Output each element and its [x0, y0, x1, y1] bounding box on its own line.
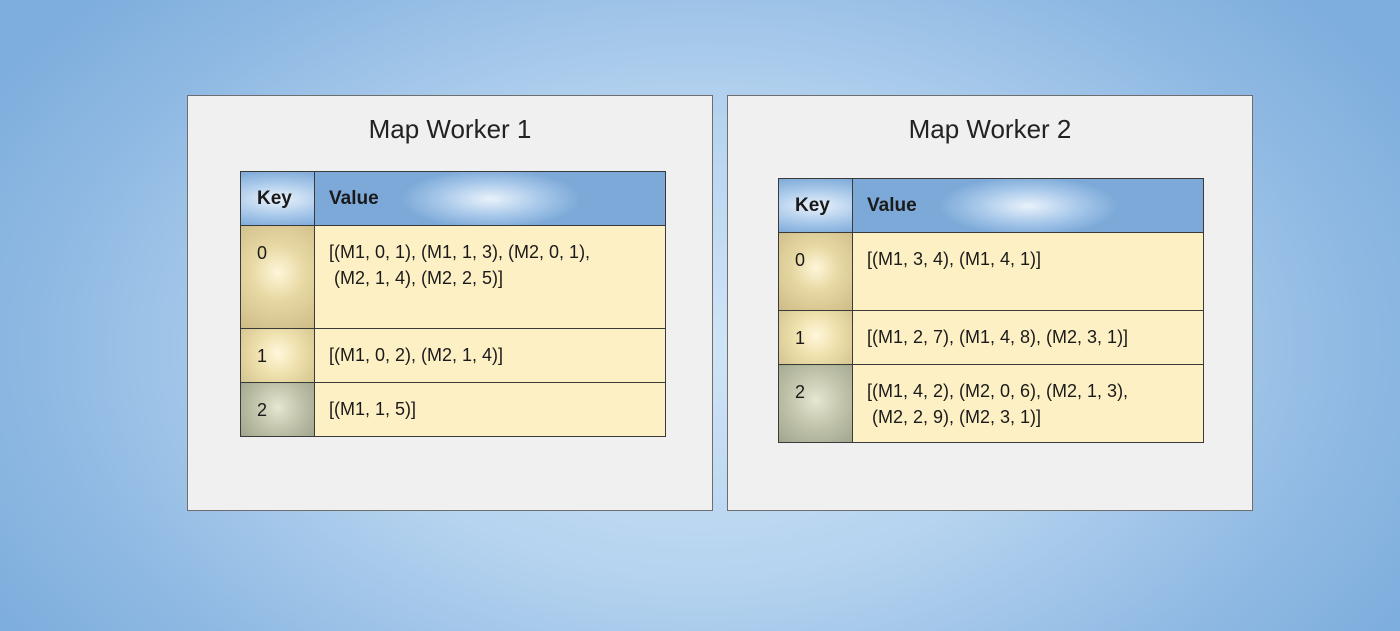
- table-header-row: Key Value: [240, 171, 666, 226]
- key-column-header: Key: [240, 171, 315, 226]
- value-text: [(M1, 3, 4), (M1, 4, 1)]: [867, 249, 1042, 269]
- map-worker-2-panel: Map Worker 2 Key Value 0 [(M1, 3, 4), (M…: [727, 95, 1253, 511]
- table-header-row: Key Value: [778, 178, 1204, 233]
- value-cell: [(M1, 1, 5)]: [314, 382, 666, 437]
- value-text: [(M1, 0, 2), (M2, 1, 4)]: [329, 345, 504, 365]
- value-cell: [(M1, 3, 4), (M1, 4, 1)]: [852, 232, 1204, 311]
- table-row: 0 [(M1, 3, 4), (M1, 4, 1)]: [778, 232, 1204, 311]
- map-worker-2-table: Key Value 0 [(M1, 3, 4), (M1, 4, 1)] 1 […: [778, 178, 1204, 443]
- map-worker-2-title: Map Worker 2: [908, 114, 1072, 144]
- value-text: [(M1, 4, 2), (M2, 0, 6), (M2, 1, 3), (M2…: [867, 381, 1129, 427]
- key-column-header: Key: [778, 178, 853, 233]
- key-cell: 0: [240, 225, 315, 329]
- table-row: 0 [(M1, 0, 1), (M1, 1, 3), (M2, 0, 1), (…: [240, 225, 666, 329]
- table-row: 2 [(M1, 1, 5)]: [240, 382, 666, 437]
- key-cell: 1: [778, 310, 853, 365]
- key-cell: 0: [778, 232, 853, 311]
- table-row: 2 [(M1, 4, 2), (M2, 0, 6), (M2, 1, 3), (…: [778, 364, 1204, 443]
- map-worker-1-panel: Map Worker 1 Key Value 0 [(M1, 0, 1), (M…: [187, 95, 713, 511]
- value-cell: [(M1, 2, 7), (M1, 4, 8), (M2, 3, 1)]: [852, 310, 1204, 365]
- value-text: [(M1, 1, 5)]: [329, 399, 417, 419]
- value-text: [(M1, 0, 1), (M1, 1, 3), (M2, 0, 1), (M2…: [329, 242, 591, 288]
- key-cell: 2: [778, 364, 853, 443]
- value-cell: [(M1, 0, 2), (M2, 1, 4)]: [314, 328, 666, 383]
- key-cell: 1: [240, 328, 315, 383]
- map-worker-1-table: Key Value 0 [(M1, 0, 1), (M1, 1, 3), (M2…: [240, 171, 666, 437]
- value-column-header: Value: [314, 171, 666, 226]
- value-cell: [(M1, 0, 1), (M1, 1, 3), (M2, 0, 1), (M2…: [314, 225, 666, 329]
- table-row: 1 [(M1, 0, 2), (M2, 1, 4)]: [240, 328, 666, 383]
- value-text: [(M1, 2, 7), (M1, 4, 8), (M2, 3, 1)]: [867, 327, 1129, 347]
- value-cell: [(M1, 4, 2), (M2, 0, 6), (M2, 1, 3), (M2…: [852, 364, 1204, 443]
- table-row: 1 [(M1, 2, 7), (M1, 4, 8), (M2, 3, 1)]: [778, 310, 1204, 365]
- key-cell: 2: [240, 382, 315, 437]
- value-column-header: Value: [852, 178, 1204, 233]
- map-worker-1-title: Map Worker 1: [368, 114, 532, 144]
